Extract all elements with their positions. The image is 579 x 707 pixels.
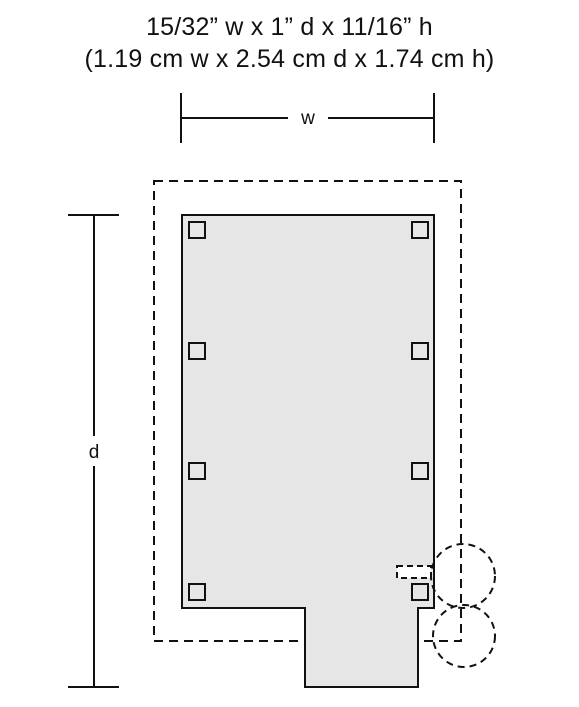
- connector-circle-upper: [430, 543, 496, 609]
- pad: [188, 342, 206, 360]
- width-label: w: [300, 108, 315, 129]
- pad: [188, 221, 206, 239]
- width-dimension: w: [180, 93, 435, 143]
- mounting-pads: [188, 221, 429, 601]
- connector-circle-lower: [432, 604, 496, 668]
- pad: [411, 583, 429, 601]
- depth-dimension: d: [68, 214, 119, 688]
- pad: [411, 342, 429, 360]
- pad: [411, 462, 429, 480]
- component-body: [181, 214, 435, 688]
- depth-label: d: [89, 442, 100, 463]
- pad: [188, 462, 206, 480]
- pad: [188, 583, 206, 601]
- dimensions-title-metric: (1.19 cm w x 2.54 cm d x 1.74 cm h): [84, 45, 495, 73]
- pad: [411, 221, 429, 239]
- dashed-slot: [396, 565, 432, 579]
- dimensions-title-imperial: 15/32” w x 1” d x 11/16” h: [146, 13, 433, 41]
